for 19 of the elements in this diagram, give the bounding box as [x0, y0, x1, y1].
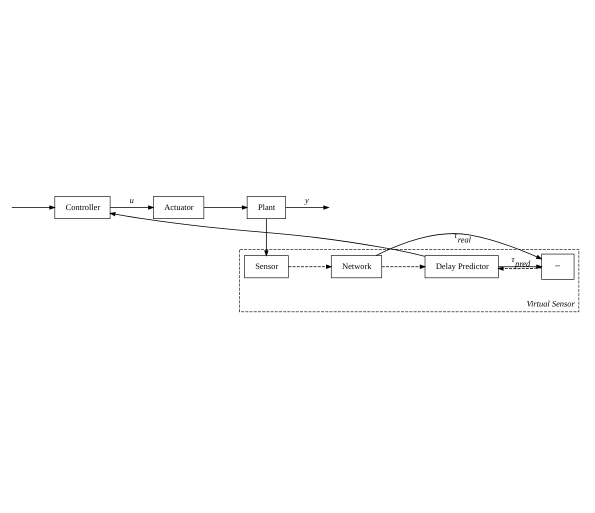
node-box: Actuator	[153, 196, 204, 219]
arrow	[376, 233, 543, 260]
node-box: Delay Predictor	[424, 255, 499, 278]
arrow	[109, 212, 426, 257]
arrow	[381, 264, 426, 269]
arrow	[285, 205, 330, 210]
arrow	[264, 218, 269, 257]
arrow	[11, 205, 56, 210]
node-box: Controller	[54, 196, 110, 219]
arrow	[110, 205, 155, 210]
node-box: Network	[330, 255, 382, 278]
arrow	[497, 266, 542, 271]
node-box: Sensor	[244, 255, 289, 278]
node-box: −	[541, 254, 574, 280]
edge-label: y	[305, 196, 309, 205]
node-box: Plant	[246, 196, 286, 219]
edge-label: u	[130, 196, 134, 205]
arrow	[288, 264, 332, 269]
arrow	[204, 205, 248, 210]
